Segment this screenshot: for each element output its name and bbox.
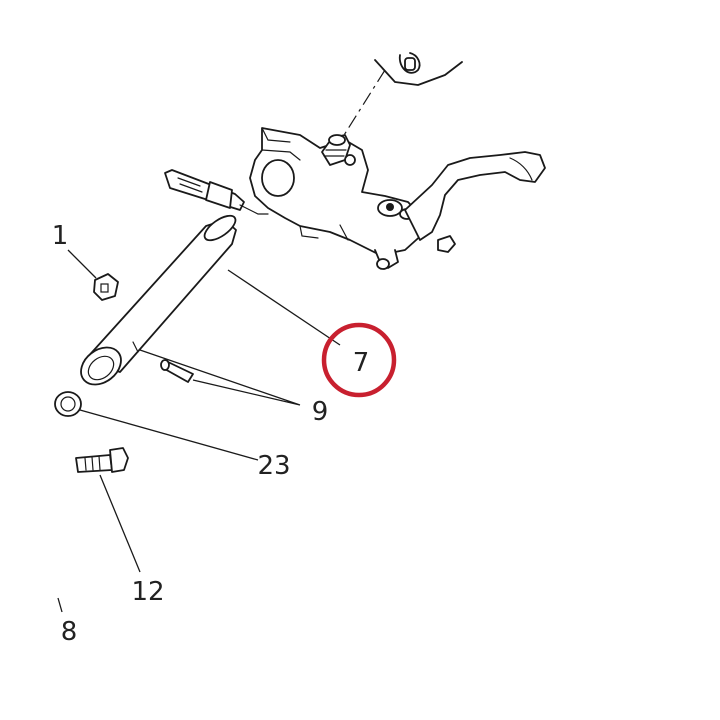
pin-part bbox=[160, 359, 194, 383]
washer-part bbox=[54, 391, 82, 417]
callout-12: 12 bbox=[131, 577, 164, 607]
master-cylinder-lever-assembly bbox=[249, 127, 546, 270]
leader-lines bbox=[57, 226, 341, 613]
small-nut-part bbox=[93, 273, 119, 301]
highlight-circle bbox=[321, 322, 397, 398]
callout-9: 9 bbox=[312, 397, 329, 427]
switch-connector-part bbox=[164, 169, 269, 215]
callout-8: 8 bbox=[61, 617, 78, 647]
callout-7: 7 bbox=[353, 348, 370, 378]
handlebar-tube-part bbox=[80, 214, 237, 386]
callout-23: 23 bbox=[257, 451, 290, 481]
bolt-part bbox=[75, 447, 129, 473]
callout-1: 1 bbox=[52, 221, 69, 251]
top-bracket-part bbox=[374, 52, 463, 86]
